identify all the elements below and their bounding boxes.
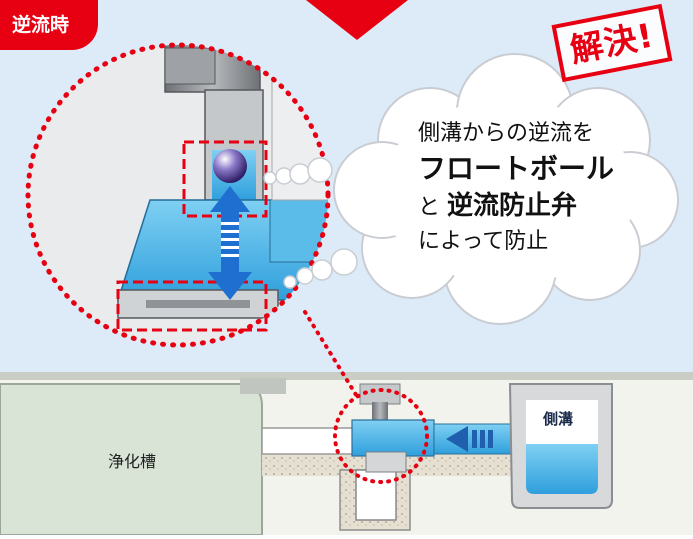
bubble-line-1: 側溝からの逆流を [418,121,595,146]
bubble-line-3: と 逆流防止弁 [418,188,648,226]
ditch-water [526,444,598,494]
drain-pipe [261,427,363,455]
small-valve-body [351,419,435,457]
bubble-core [380,100,636,284]
pit-chamber [355,469,397,521]
bubble-line-3-prefix: と [418,195,441,220]
backflow-badge: 逆流時 [0,0,98,50]
bubble-text: 側溝からの逆流を フロートボール と 逆流防止弁 によって防止 [418,118,648,258]
small-focus-circle [333,388,429,484]
float-ball [213,149,247,183]
top-arrow-icon [306,0,408,40]
focus-connector [303,310,360,400]
small-valve-base [365,451,407,473]
septic-tank-label: 浄化槽 [108,452,157,471]
bubble-tail [263,157,358,289]
ground-surface [0,372,693,380]
tank-lid [240,378,286,394]
double-arrow-icon [208,186,252,300]
bubble-line-2: フロートボール [418,152,615,185]
side-ditch-label: 側溝 [543,410,574,428]
flow-arrow-icon [446,426,493,452]
bubble-line-4: によって防止 [418,229,549,254]
focus-circle-border [25,42,331,348]
valve-highlight-box [116,280,268,332]
bubble-line-3-bold: 逆流防止弁 [447,191,578,221]
